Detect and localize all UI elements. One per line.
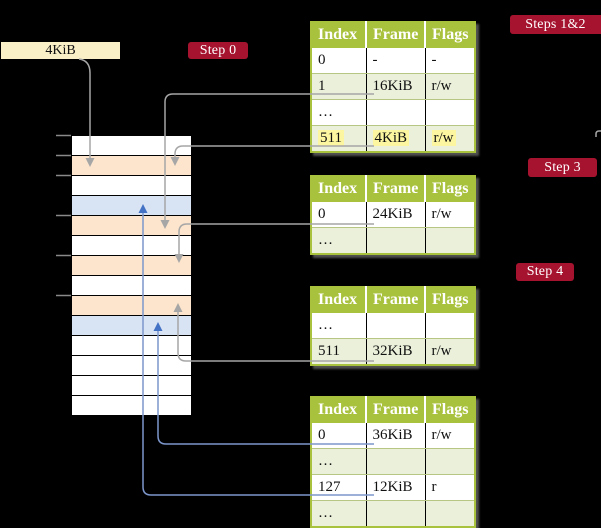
frame-size-label-box: 4KiB	[1, 42, 120, 59]
table-cell	[366, 313, 426, 339]
memory-address-ticks	[56, 134, 71, 297]
memory-frame-row-14	[72, 396, 191, 415]
table-cell: -	[425, 48, 475, 74]
highlighted-value: 4KiB	[372, 129, 410, 146]
memory-frame-row-7	[72, 256, 191, 276]
column-header-flags: Flags	[425, 176, 475, 202]
memory-frame-row-11	[72, 336, 191, 356]
memory-frame-row-10	[72, 316, 191, 336]
table-cell: …	[311, 500, 367, 527]
badge-step-4: Step 4	[516, 263, 574, 281]
column-header-frame: Frame	[366, 397, 426, 423]
table-cell: …	[311, 448, 367, 475]
table-cell: …	[311, 313, 367, 339]
memory-frame-row-2	[72, 156, 191, 176]
table-cell: 16KiB	[366, 73, 426, 100]
table-cell: 4KiB	[366, 125, 426, 152]
memory-frame-row-8	[72, 276, 191, 296]
table-cell: -	[366, 48, 426, 74]
table-cell	[425, 448, 475, 475]
table-cell	[425, 500, 475, 527]
column-header-flags: Flags	[425, 287, 475, 313]
memory-frame-row-1	[72, 136, 191, 156]
table-cell: 511	[311, 338, 367, 365]
column-header-index: Index	[311, 22, 367, 48]
table-cell: 1	[311, 73, 367, 100]
highlighted-value: r/w	[431, 129, 456, 146]
table-row: …	[311, 313, 475, 339]
table-row: 511 4KiB r/w	[311, 125, 475, 152]
table-cell: 24KiB	[366, 202, 426, 228]
memory-frame-row-3	[72, 176, 191, 196]
table-cell: 0	[311, 423, 367, 449]
table-cell: 32KiB	[366, 338, 426, 365]
column-header-frame: Frame	[366, 287, 426, 313]
column-header-index: Index	[311, 287, 367, 313]
column-header-index: Index	[311, 176, 367, 202]
table-cell: 511	[311, 125, 367, 152]
badge-step-0: Step 0	[188, 42, 248, 59]
table-cell: r/w	[425, 338, 475, 365]
table-cell: 12KiB	[366, 474, 426, 501]
table-row: …	[311, 227, 475, 254]
table-cell: 0	[311, 48, 367, 74]
memory-frame-row-13	[72, 376, 191, 396]
column-header-frame: Frame	[366, 22, 426, 48]
table-cell: r/w	[425, 73, 475, 100]
table-cell	[366, 99, 426, 126]
table-cell: r/w	[425, 125, 475, 152]
table-cell: r	[425, 474, 475, 501]
badge-steps-1-2: Steps 1&2	[510, 15, 601, 34]
table-cell: 36KiB	[366, 423, 426, 449]
table-cell	[366, 500, 426, 527]
memory-frame-row-9	[72, 296, 191, 316]
table-cell	[425, 313, 475, 339]
physical-memory-stack	[71, 135, 192, 416]
column-header-flags: Flags	[425, 397, 475, 423]
table-cell	[425, 99, 475, 126]
frame-size-label: 4KiB	[45, 42, 76, 58]
column-header-flags: Flags	[425, 22, 475, 48]
table-row: 0--	[311, 48, 475, 74]
table-row: …	[311, 448, 475, 475]
table-row: …	[311, 500, 475, 527]
table-row: …	[311, 99, 475, 126]
column-header-index: Index	[311, 397, 367, 423]
table-cell	[366, 227, 426, 254]
table-cell: …	[311, 99, 367, 126]
table-cell	[366, 448, 426, 475]
table-cell: r/w	[425, 202, 475, 228]
memory-frame-row-12	[72, 356, 191, 376]
highlighted-value: 511	[318, 129, 344, 146]
badge-step-3: Step 3	[528, 158, 597, 177]
table-cell: r/w	[425, 423, 475, 449]
memory-frame-row-6	[72, 236, 191, 256]
table-cell	[425, 227, 475, 254]
table-cell: …	[311, 227, 367, 254]
memory-frame-row-5	[72, 216, 191, 236]
memory-frame-row-4	[72, 196, 191, 216]
column-header-frame: Frame	[366, 176, 426, 202]
table-cell: 0	[311, 202, 367, 228]
connector-fragment-right-edge	[595, 130, 601, 137]
table-cell: 127	[311, 474, 367, 501]
